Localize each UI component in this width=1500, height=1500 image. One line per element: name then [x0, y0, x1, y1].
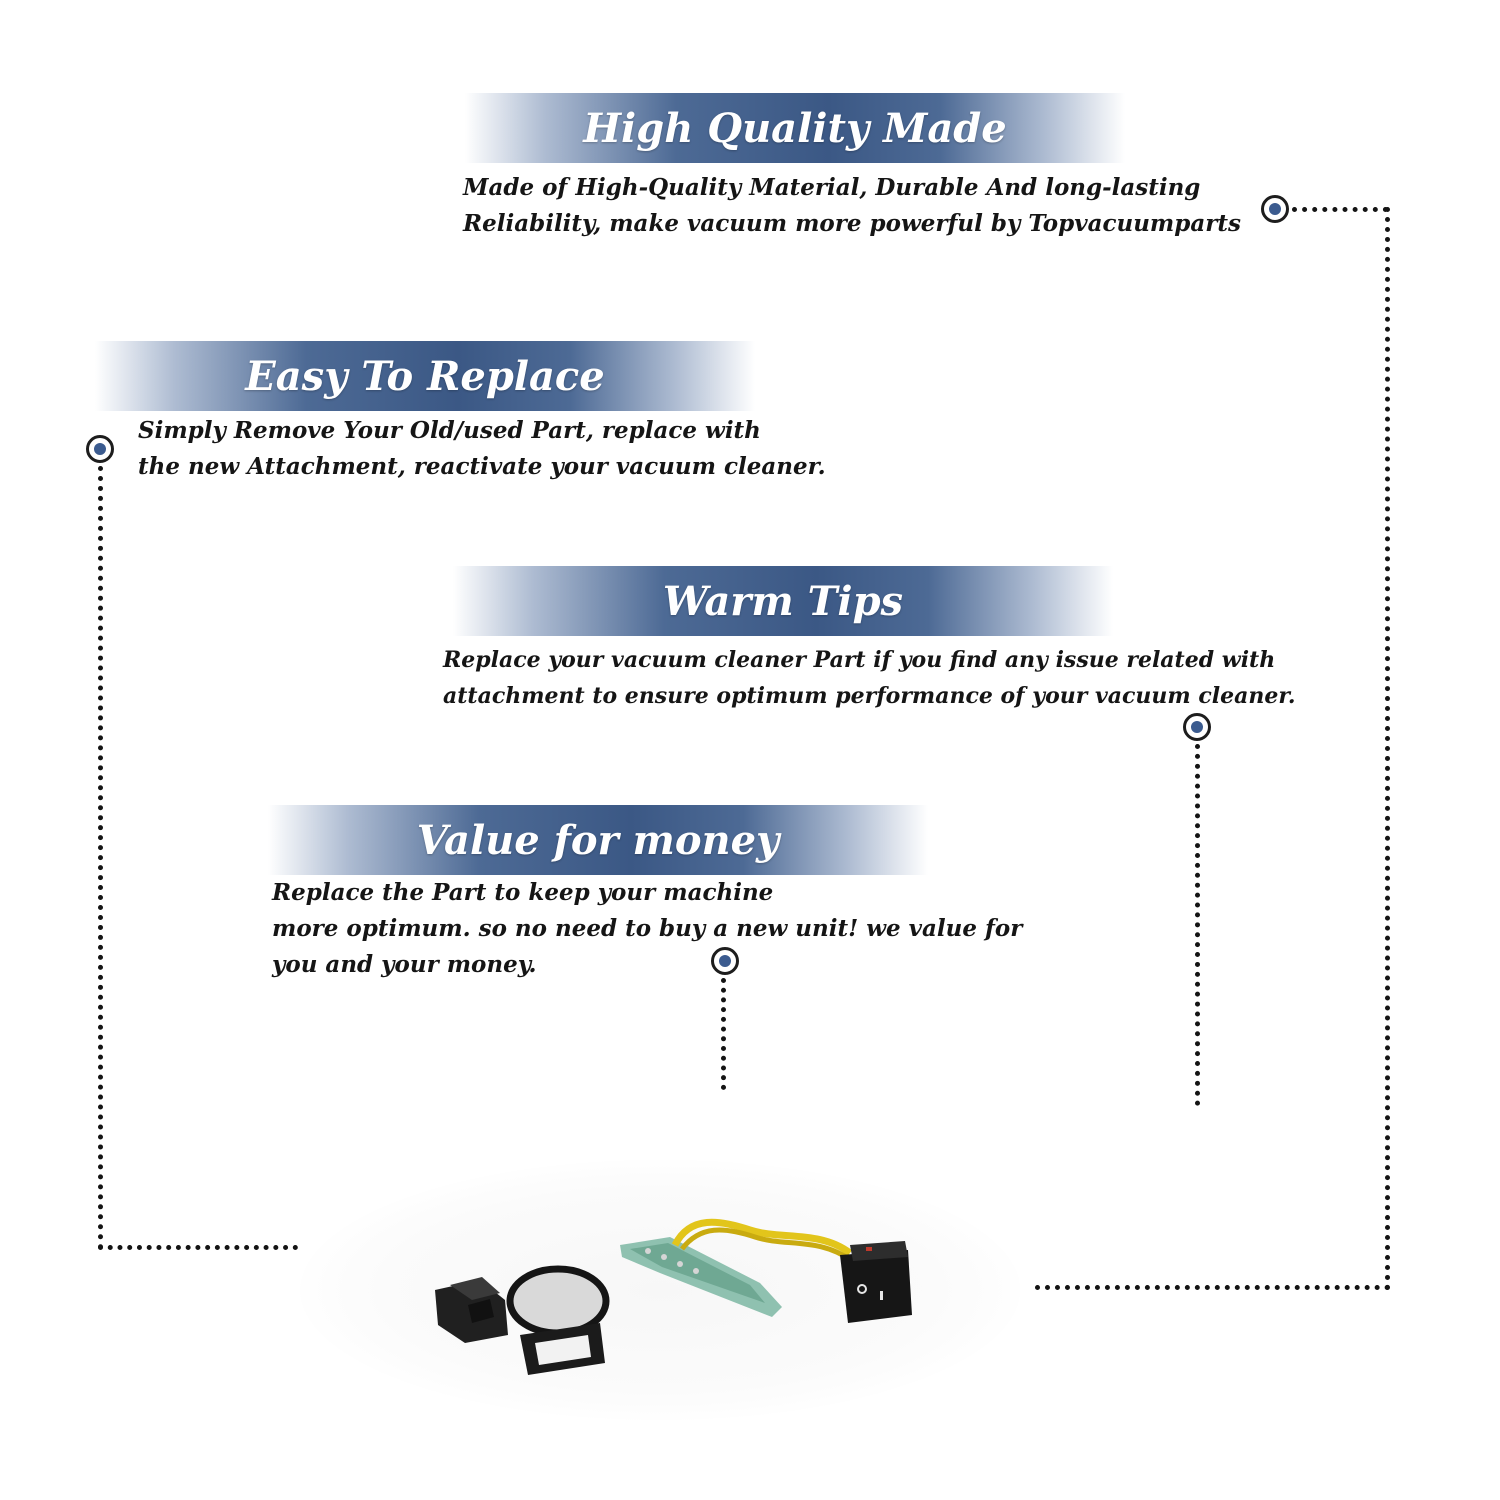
description-line: Simply Remove Your Old/used Part, replac… — [138, 417, 761, 444]
description-line: Replace the Part to keep your machine — [272, 879, 774, 906]
banner-title: High Quality Made — [583, 104, 1007, 152]
dotted-connector — [98, 466, 103, 1250]
banner-title: Warm Tips — [662, 577, 904, 625]
circuit-board-part — [620, 1237, 782, 1317]
dotted-connector — [98, 1245, 298, 1250]
connector-node-icon — [1183, 713, 1211, 741]
bracket-part — [520, 1323, 605, 1375]
product-parts-image — [435, 1218, 912, 1375]
dotted-connector — [1292, 207, 1388, 212]
description-line: Made of High-Quality Material, Durable A… — [463, 174, 1201, 201]
description-line: attachment to ensure optimum performance… — [443, 683, 1296, 709]
banner-high-quality-made: High Quality Made — [465, 93, 1125, 163]
yellow-wire-part — [671, 1218, 853, 1256]
banner-warm-tips: Warm Tips — [453, 566, 1113, 636]
description-line: you and your money. — [272, 951, 537, 978]
black-clip-part — [435, 1277, 508, 1343]
banner-easy-to-replace: Easy To Replace — [95, 341, 755, 411]
banner-value-for-money: Value for money — [268, 805, 928, 875]
description-line: the new Attachment, reactivate your vacu… — [138, 453, 826, 480]
dotted-connector — [1385, 207, 1390, 1291]
description-line: more optimum. so no need to buy a new un… — [272, 915, 1023, 942]
description-value-for-money: Replace the Part to keep your machine mo… — [272, 875, 1022, 983]
connector-node-icon — [86, 435, 114, 463]
connector-node-icon — [1261, 195, 1289, 223]
rocker-switch-part — [840, 1241, 912, 1323]
dotted-connector — [1195, 744, 1200, 1106]
dotted-connector — [1035, 1285, 1390, 1290]
yellow-wire-part — [680, 1227, 854, 1264]
description-warm-tips: Replace your vacuum cleaner Part if you … — [443, 642, 1296, 714]
description-easy-to-replace: Simply Remove Your Old/used Part, replac… — [138, 413, 826, 485]
dotted-connector — [721, 978, 726, 1090]
connector-node-icon — [711, 947, 739, 975]
description-high-quality-made: Made of High-Quality Material, Durable A… — [463, 170, 1241, 242]
rubber-ring-part — [506, 1265, 610, 1337]
banner-title: Easy To Replace — [245, 352, 605, 400]
banner-title: Value for money — [416, 816, 780, 864]
description-line: Reliability, make vacuum more powerful b… — [463, 210, 1241, 237]
description-line: Replace your vacuum cleaner Part if you … — [443, 647, 1276, 673]
